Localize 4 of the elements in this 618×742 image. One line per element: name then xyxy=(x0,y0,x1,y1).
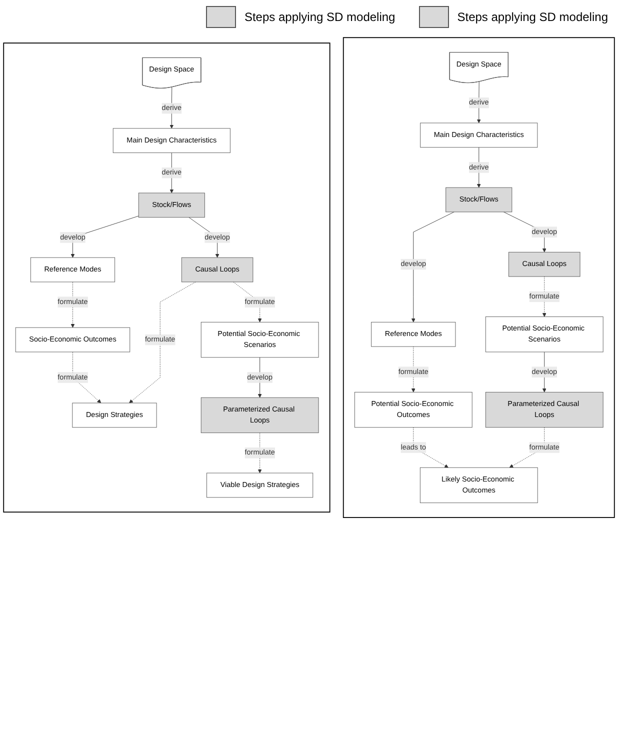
cluster xyxy=(342,37,615,518)
legend-text: Steps applying SD modeling xyxy=(457,10,608,24)
legend-text: Steps applying SD modeling xyxy=(244,10,396,24)
cluster xyxy=(3,42,330,513)
